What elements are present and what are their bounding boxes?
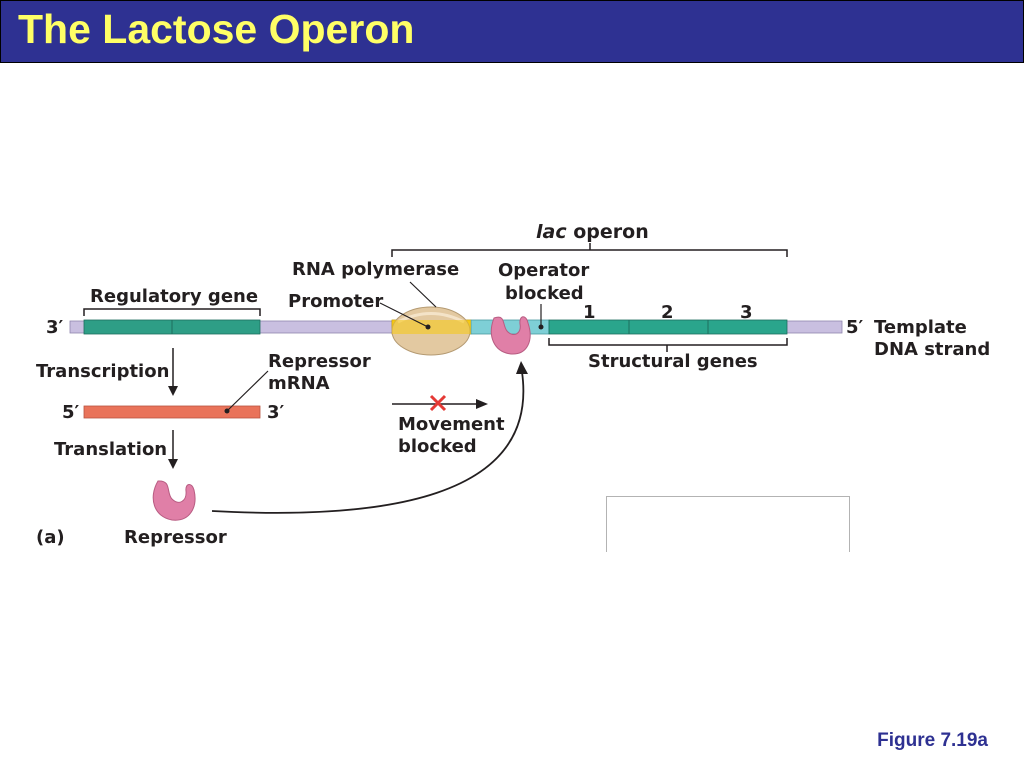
promoter-front	[392, 320, 471, 334]
repressor-mrna-label-line2: mRNA	[268, 373, 330, 394]
gene-3-label: 3	[740, 302, 753, 323]
repressor-mrna-strand	[83, 405, 261, 419]
operator-label-line2: blocked	[505, 283, 584, 304]
translation-label: Translation	[54, 439, 167, 460]
structural-genes-bracket	[548, 338, 788, 352]
mrna-pointer	[226, 370, 269, 412]
gene-2-label: 2	[661, 302, 674, 323]
movement-label-line1: Movement	[398, 414, 505, 435]
operator-segment	[470, 319, 550, 335]
structural-genes-segment	[548, 319, 788, 335]
panel-label: (a)	[36, 527, 65, 548]
dna-5-prime-label: 5′	[846, 317, 864, 338]
blocked-x-icon	[429, 394, 447, 412]
rna-polymerase-label: RNA polymerase	[292, 259, 459, 280]
lac-operon-bracket	[391, 243, 788, 257]
promoter-label: Promoter	[288, 291, 383, 312]
transcription-arrowhead	[168, 386, 178, 396]
repressor-mrna-label-line1: Repressor	[268, 351, 371, 372]
title-bar: The Lactose Operon	[0, 0, 1024, 63]
gene-1-label: 1	[583, 302, 596, 323]
free-repressor-shape	[152, 480, 196, 521]
mrna-3-prime-label: 3′	[267, 402, 285, 423]
promoter-pointer	[379, 302, 429, 328]
movement-label-line2: blocked	[398, 436, 477, 457]
template-label-line2: DNA strand	[874, 339, 990, 360]
operator-label-line1: Operator	[498, 260, 589, 281]
blank-overlay-box	[606, 496, 850, 552]
regulatory-gene-bracket	[83, 308, 261, 316]
transcription-label: Transcription	[36, 361, 169, 382]
translation-arrowhead	[168, 459, 178, 469]
repressor-binding-arrowhead	[516, 361, 528, 374]
template-label-line1: Template	[874, 317, 967, 338]
rna-polymerase-pointer	[409, 281, 437, 308]
dna-3-prime-label: 3′	[46, 317, 64, 338]
structural-genes-label: Structural genes	[588, 351, 758, 372]
mrna-5-prime-label: 5′	[62, 402, 80, 423]
lac-operon-label: lac operon	[536, 221, 649, 243]
figure-caption: Figure 7.19a	[877, 730, 988, 751]
bound-repressor-shape	[490, 316, 531, 355]
movement-arrowhead	[476, 399, 488, 409]
rna-polymerase-highlight	[397, 312, 465, 324]
repressor-label: Repressor	[124, 527, 227, 548]
slide-title: The Lactose Operon	[18, 6, 415, 52]
regulatory-gene-label: Regulatory gene	[90, 286, 258, 307]
repressor-binding-arrow	[211, 371, 525, 514]
